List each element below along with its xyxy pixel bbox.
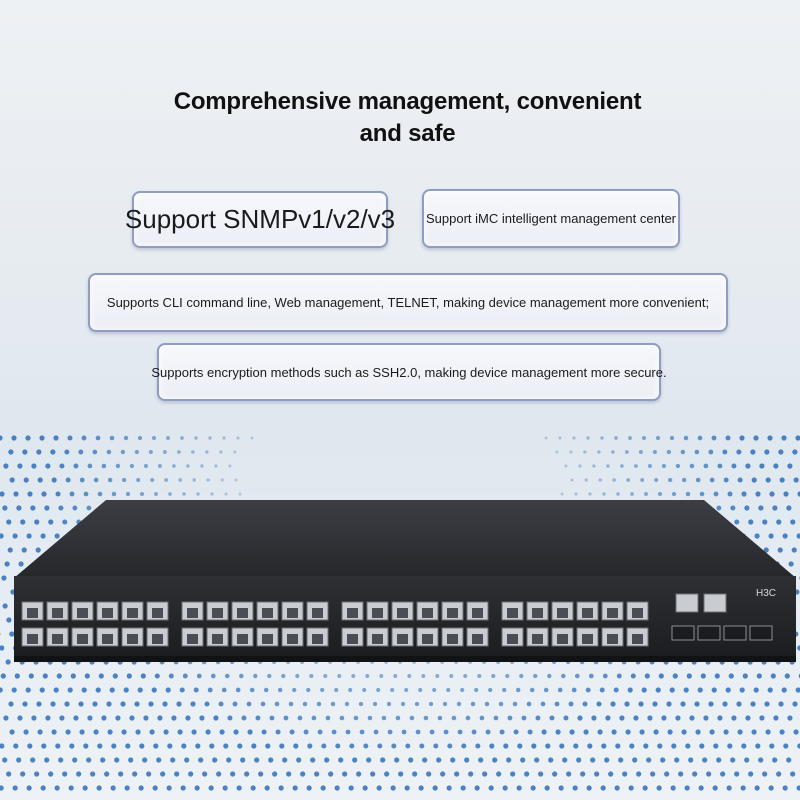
headline: Comprehensive management, convenient and… [173, 88, 642, 147]
sfp-port [671, 625, 695, 641]
switch-top-panel [14, 500, 796, 578]
sfp-port [723, 625, 747, 641]
uplink-port [703, 593, 727, 613]
feature-ssh-label: Supports encryption methods such as SSH2… [151, 364, 667, 380]
sfp-port [697, 625, 721, 641]
network-switch-image: H3C [14, 500, 796, 662]
feature-ssh: Supports encryption methods such as SSH2… [151, 343, 667, 401]
sfp-port [749, 625, 773, 641]
feature-imc-label: Support iMC intelligent management cente… [425, 211, 677, 226]
feature-cli: Supports CLI command line, Web managemen… [88, 273, 728, 332]
feature-imc: Support iMC intelligent management cente… [422, 189, 680, 248]
feature-snmp-label: Support SNMPv1/v2/v3 [124, 204, 396, 234]
feature-cli-label: Supports CLI command line, Web managemen… [106, 295, 710, 310]
brand-logo: H3C [756, 588, 776, 599]
rj45-port-bank [21, 593, 773, 647]
feature-snmp: Support SNMPv1/v2/v3 [125, 191, 395, 248]
uplink-port [675, 593, 699, 613]
